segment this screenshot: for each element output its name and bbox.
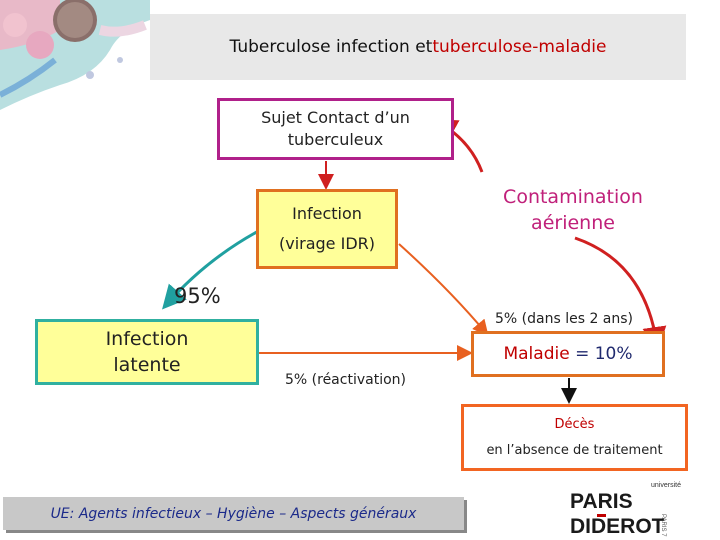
infection-line2: (virage IDR): [278, 234, 376, 253]
node-infection: Infection (virage IDR): [256, 189, 398, 269]
maladie-rest: = 10%: [569, 344, 633, 364]
contact-line1: Sujet Contact d’un: [261, 108, 410, 127]
contamination-line1: Contamination: [503, 186, 643, 208]
label-5-percent-reactivation: 5% (réactivation): [285, 372, 406, 388]
label-95-percent: 95%: [174, 284, 221, 308]
paris-diderot-logo: université PARIS DIDEROT PARIS 7: [566, 478, 716, 538]
logo-line2: DIDEROT: [570, 515, 665, 538]
latente-line1: Infection: [105, 328, 189, 350]
label-contamination-aerienne: Contamination aérienne: [490, 184, 656, 236]
node-infection-latente: Infection latente: [35, 319, 259, 385]
label-5-percent-2-ans: 5% (dans les 2 ans): [495, 311, 634, 327]
arrow-contamination-curve-bottom: [574, 236, 667, 351]
latente-line2: latente: [113, 354, 181, 376]
contact-line2: tuberculeux: [287, 130, 384, 149]
slide-title: Tuberculose infection et tuberculose-mal…: [150, 14, 686, 80]
deces-line1: Décès: [554, 416, 595, 432]
corner-microscopy-image: [0, 0, 150, 110]
logo-line1: PARIS: [570, 490, 633, 513]
title-main: Tuberculose infection et: [229, 37, 433, 57]
arrow-infection-to-maladie: [398, 243, 489, 337]
title-highlight: tuberculose-maladie: [432, 37, 607, 57]
node-sujet-contact: Sujet Contact d’un tuberculeux: [217, 98, 454, 160]
logo-side: PARIS 7: [660, 514, 666, 537]
node-maladie: Maladie = 10%: [471, 331, 665, 377]
deces-line2: en l’absence de traitement: [486, 442, 663, 458]
footer-course-label: UE: Agents infectieux – Hygiène – Aspect…: [3, 497, 464, 530]
contamination-line2: aérienne: [531, 212, 615, 234]
logo-small: université: [651, 482, 681, 489]
node-deces: Décès en l’absence de traitement: [461, 404, 688, 471]
infection-line1: Infection: [292, 204, 362, 223]
maladie-word: Maladie: [503, 344, 570, 364]
